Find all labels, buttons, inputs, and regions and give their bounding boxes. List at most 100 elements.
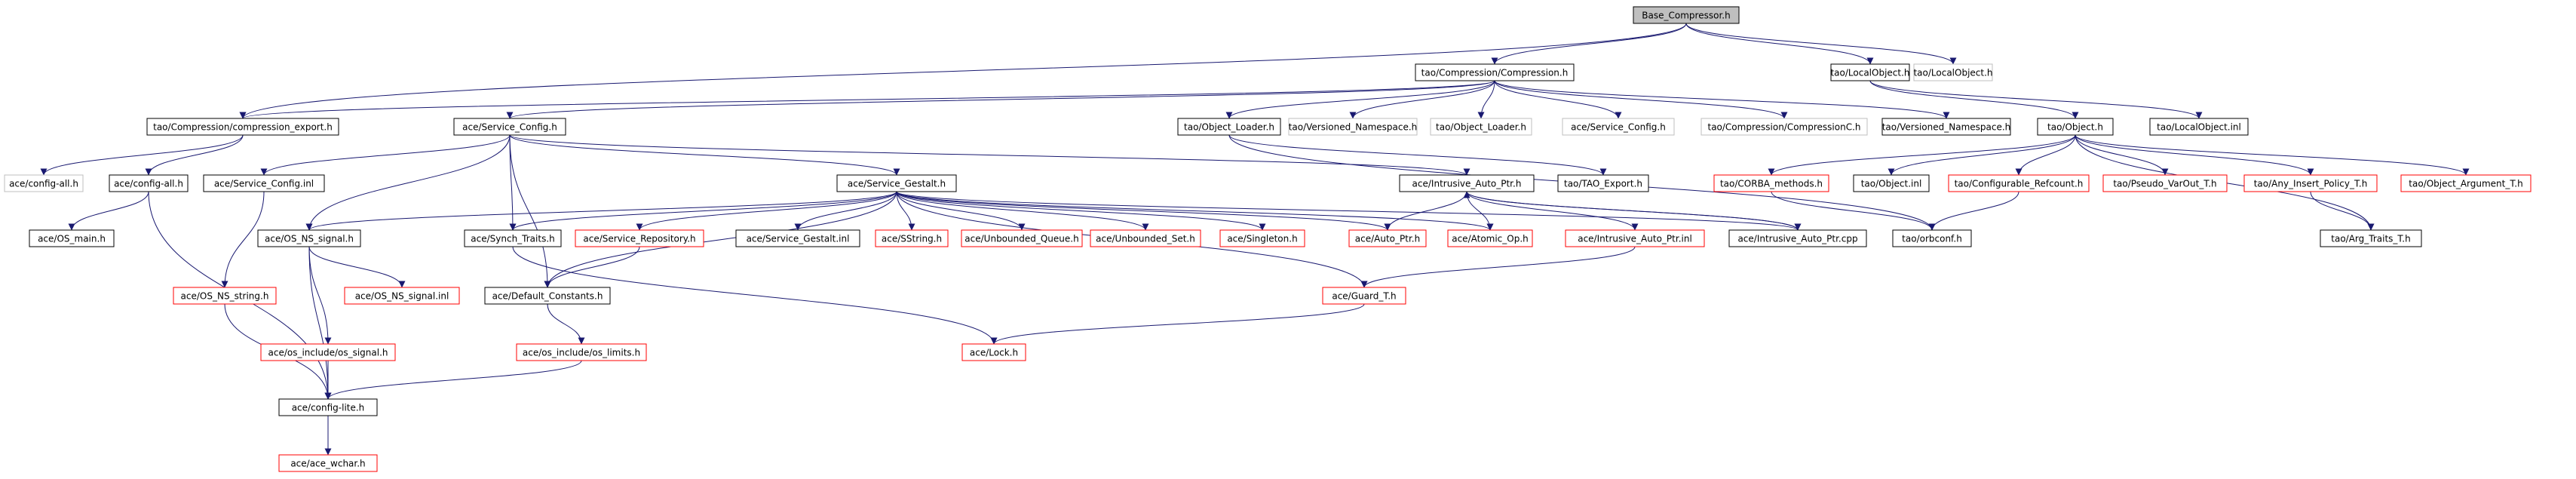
node-pseudo_varout[interactable]: tao/Pseudo_VarOut_T.h	[2102, 174, 2228, 192]
node-atomic_op_h[interactable]: ace/Atomic_Op.h	[1447, 229, 1533, 247]
node-label-os_limits_h: ace/os_include/os_limits.h	[523, 348, 640, 358]
node-os_ns_signal_inl[interactable]: ace/OS_NS_signal.inl	[344, 287, 460, 305]
node-service_config_plain[interactable]: ace/Service_Config.h	[1562, 118, 1675, 136]
node-box-service_gestalt_h	[836, 174, 957, 192]
node-intrusive_auto_ptr_cpp[interactable]: ace/Intrusive_Auto_Ptr.cpp	[1728, 229, 1867, 247]
node-label-object_h: tao/Object.h	[2047, 122, 2103, 133]
node-box-intrusive_auto_ptr_cpp	[1728, 229, 1867, 247]
node-base_compressor[interactable]: Base_Compressor.h	[1633, 6, 1740, 24]
node-compression_export[interactable]: tao/Compression/compression_export.h	[146, 118, 339, 136]
node-box-service_gestalt_inl	[735, 229, 860, 247]
node-os_limits_h[interactable]: ace/os_include/os_limits.h	[516, 343, 647, 361]
edge-service_repository_h-to-default_constants_h	[544, 246, 640, 288]
node-label-compression_export: tao/Compression/compression_export.h	[153, 122, 333, 133]
node-box-localobject_h_plain	[1913, 63, 1993, 81]
node-label-config_all_h: ace/config-all.h	[114, 179, 183, 189]
edge-base_compressor-to-localobject_h_plain	[1685, 23, 1957, 65]
node-sstring_h[interactable]: ace/SString.h	[875, 229, 949, 247]
node-layer: Base_Compressor.h tao/Compression/Compres…	[4, 6, 2532, 472]
node-label-config_all_plain: ace/config-all.h	[9, 179, 78, 189]
node-box-os_limits_h	[516, 343, 647, 361]
node-box-base_compressor	[1633, 6, 1740, 24]
edge-any_insert_policy-to-arg_traits_h	[2310, 191, 2375, 231]
node-object_loader_h[interactable]: tao/Object_Loader.h	[1177, 118, 1281, 136]
edge-compression_h-to-versioned_ns_h	[1494, 80, 1950, 119]
node-box-compression_h	[1415, 63, 1575, 81]
node-label-sstring_h: ace/SString.h	[882, 234, 942, 244]
node-os_signal_h[interactable]: ace/os_include/os_signal.h	[260, 343, 396, 361]
edge-localobject_h-to-object_h	[1869, 80, 2079, 119]
edge-service_config_h-to-service_config_inl	[260, 134, 511, 176]
node-corba_methods[interactable]: tao/CORBA_methods.h	[1713, 174, 1829, 192]
node-lock_h[interactable]: ace/Lock.h	[961, 343, 1026, 361]
node-os_ns_string_h[interactable]: ace/OS_NS_string.h	[173, 287, 277, 305]
edge-object_h-to-pseudo_varout	[2075, 134, 2169, 176]
edge-service_gestalt_h-to-os_ns_signal_h	[305, 191, 897, 231]
node-unbounded_set_h[interactable]: ace/Unbounded_Set.h	[1090, 229, 1201, 247]
node-label-localobject_h_plain: tao/LocalObject.h	[1913, 68, 1992, 78]
node-orbconf_h[interactable]: tao/orbconf.h	[1892, 229, 1972, 247]
node-object_argument[interactable]: tao/Object_Argument_T.h	[2400, 174, 2532, 192]
node-label-object_loader_h: tao/Object_Loader.h	[1184, 122, 1274, 133]
node-label-object_loader_plain: tao/Object_Loader.h	[1436, 122, 1526, 133]
node-box-tao_export_h	[1557, 174, 1649, 192]
node-service_config_inl[interactable]: ace/Service_Config.inl	[203, 174, 325, 192]
node-versioned_ns_h[interactable]: tao/Versioned_Namespace.h	[1881, 118, 2011, 136]
node-ace_wchar_h[interactable]: ace/ace_wchar.h	[278, 454, 378, 472]
node-arg_traits_h[interactable]: tao/Arg_Traits_T.h	[2320, 229, 2422, 247]
edge-os_ns_signal_h-to-os_ns_signal_inl	[308, 246, 406, 288]
edge-base_compressor-to-compression_h	[1491, 23, 1687, 65]
node-config_lite_h[interactable]: ace/config-lite.h	[278, 398, 378, 416]
node-box-localobject_h	[1830, 63, 1910, 81]
node-any_insert_policy[interactable]: tao/Any_Insert_Policy_T.h	[2243, 174, 2378, 192]
node-service_config_h[interactable]: ace/Service_Config.h	[453, 118, 566, 136]
node-unbounded_queue_h[interactable]: ace/Unbounded_Queue.h	[961, 229, 1083, 247]
node-object_h[interactable]: tao/Object.h	[2037, 118, 2114, 136]
node-service_gestalt_inl[interactable]: ace/Service_Gestalt.inl	[735, 229, 860, 247]
node-config_all_h[interactable]: ace/config-all.h	[109, 174, 189, 192]
node-compression_h[interactable]: tao/Compression/Compression.h	[1415, 63, 1575, 81]
edge-configurable_refcount-to-orbconf_h	[1928, 191, 2019, 231]
node-box-ace_wchar_h	[278, 454, 378, 472]
node-box-intrusive_auto_ptr_h	[1399, 174, 1535, 192]
node-service_gestalt_h[interactable]: ace/Service_Gestalt.h	[836, 174, 957, 192]
node-default_constants_h[interactable]: ace/Default_Constants.h	[484, 287, 611, 305]
edge-os_ns_signal_h-to-os_signal_h	[308, 246, 332, 345]
node-box-unbounded_queue_h	[961, 229, 1083, 247]
node-object_loader_plain[interactable]: tao/Object_Loader.h	[1430, 118, 1532, 136]
node-box-any_insert_policy	[2243, 174, 2378, 192]
edge-compression_h-to-object_loader_h	[1225, 80, 1495, 119]
node-object_inl[interactable]: tao/Object.inl	[1853, 174, 1930, 192]
node-intrusive_auto_ptr_inl[interactable]: ace/Intrusive_Auto_Ptr.inl	[1565, 229, 1705, 247]
node-config_all_plain[interactable]: ace/config-all.h	[4, 174, 84, 192]
node-guard_t_h[interactable]: ace/Guard_T.h	[1322, 287, 1406, 305]
node-label-versioned_ns_plain: tao/Versioned_Namespace.h	[1289, 122, 1418, 133]
node-box-guard_t_h	[1322, 287, 1406, 305]
edge-intrusive_auto_ptr_cpp-to-intrusive_auto_ptr_h	[1463, 191, 1799, 231]
node-localobject_h_plain[interactable]: tao/LocalObject.h	[1913, 63, 1993, 81]
node-configurable_refcount[interactable]: tao/Configurable_Refcount.h	[1948, 174, 2090, 192]
node-label-os_ns_signal_h: ace/OS_NS_signal.h	[265, 234, 354, 244]
node-os_ns_signal_h[interactable]: ace/OS_NS_signal.h	[257, 229, 361, 247]
edge-object_h-to-object_inl	[1888, 134, 2076, 176]
node-service_repository_h[interactable]: ace/Service_Repository.h	[575, 229, 704, 247]
node-box-service_config_plain	[1562, 118, 1675, 136]
node-label-tao_export_h: tao/TAO_Export.h	[1564, 179, 1642, 189]
edge-compression_h-to-compressionc_plain	[1494, 80, 1788, 119]
node-localobject_h[interactable]: tao/LocalObject.h	[1830, 63, 1910, 81]
node-versioned_ns_plain[interactable]: tao/Versioned_Namespace.h	[1288, 118, 1418, 136]
edge-service_gestalt_h-to-unbounded_queue_h	[896, 191, 1026, 231]
node-singleton_h[interactable]: ace/Singleton.h	[1219, 229, 1305, 247]
node-label-default_constants_h: ace/Default_Constants.h	[492, 291, 603, 302]
node-label-localobject_h: tao/LocalObject.h	[1830, 68, 1909, 78]
node-compressionc_plain[interactable]: tao/Compression/CompressionC.h	[1700, 118, 1868, 136]
node-box-service_config_h	[453, 118, 566, 136]
node-os_main_h[interactable]: ace/OS_main.h	[29, 229, 115, 247]
node-auto_ptr_h[interactable]: ace/Auto_Ptr.h	[1348, 229, 1427, 247]
edge-config_all_h-to-os_main_h	[68, 191, 149, 231]
node-synch_traits_h[interactable]: ace/Synch_Traits.h	[464, 229, 562, 247]
node-tao_export_h[interactable]: tao/TAO_Export.h	[1557, 174, 1649, 192]
node-intrusive_auto_ptr_h[interactable]: ace/Intrusive_Auto_Ptr.h	[1399, 174, 1535, 192]
node-localobject_inl[interactable]: tao/LocalObject.inl	[2149, 118, 2249, 136]
